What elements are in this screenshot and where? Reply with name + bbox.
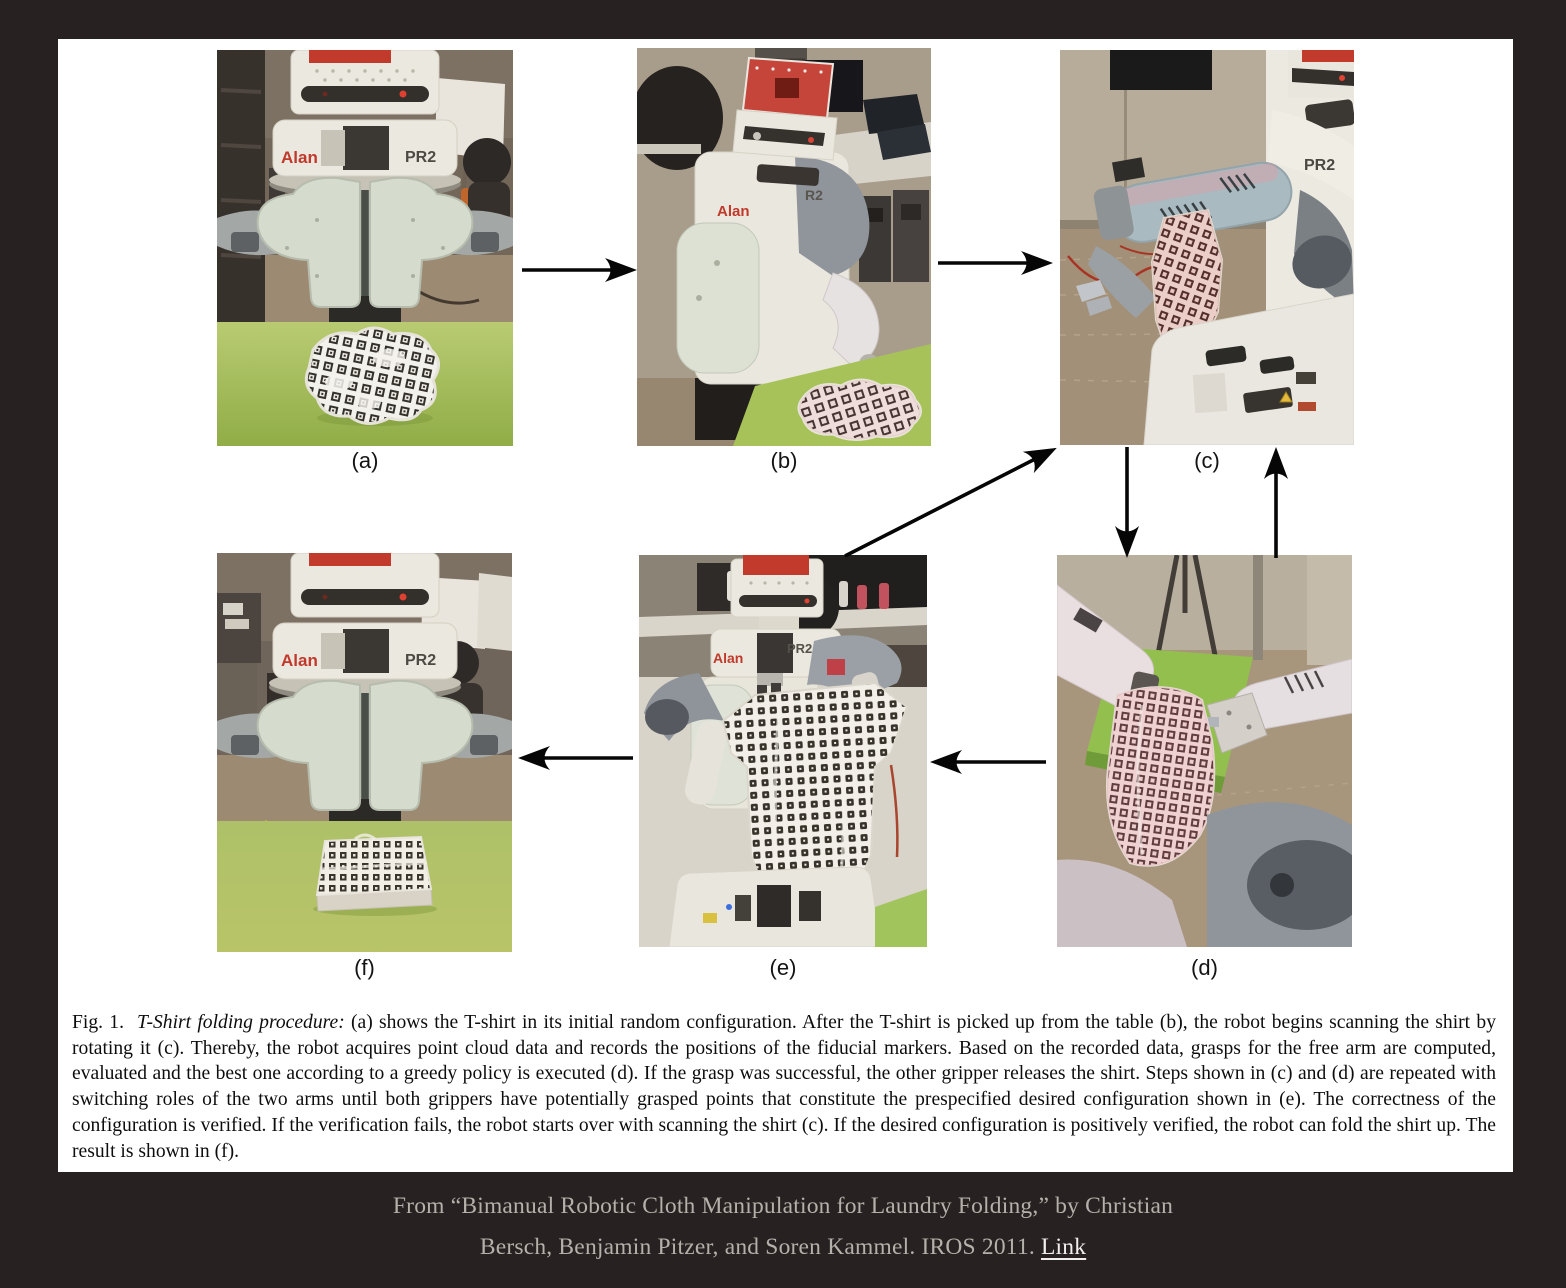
laptop — [863, 94, 925, 134]
bottle — [879, 583, 889, 609]
pr2-robot: Alan PR2 — [217, 50, 513, 326]
photo-b-pickup: Alan R2 — [637, 48, 931, 446]
bottle — [857, 585, 867, 609]
attribution-line-2: Bersch, Benjamin Pitzer, and Soren Kamme… — [479, 1233, 1087, 1260]
spread-shirt — [721, 681, 909, 893]
hanging-shirt — [1105, 686, 1216, 867]
photo-f-folded-result: Alan PR2 — [217, 553, 512, 952]
robot-model-label: PR2 — [1304, 157, 1335, 174]
gripper-head — [1206, 692, 1268, 754]
pr2-robot: Alan PR2 — [217, 553, 512, 829]
office-chair — [637, 66, 723, 170]
robot-name-label: Alan — [281, 148, 318, 167]
green-table-corner — [875, 889, 927, 947]
pc-tower — [893, 190, 929, 282]
robot-model-label: R2 — [805, 187, 823, 203]
robot-name-label: Alan — [717, 203, 750, 220]
robot-name-label: Alan — [281, 651, 318, 670]
left-arm-panel — [256, 679, 361, 811]
red-cable — [889, 764, 899, 858]
figure-caption-body: (a) shows the T-shirt in its initial ran… — [72, 1012, 1496, 1162]
power-led — [726, 904, 732, 910]
crumpled-shirt — [797, 378, 922, 441]
robot-model-label: PR2 — [405, 652, 436, 669]
second-arm — [1088, 246, 1156, 318]
photo-a-initial-configuration: Alan PR2 — [217, 50, 513, 446]
robot-base — [668, 866, 882, 947]
robot-body-foreground — [1057, 802, 1352, 947]
office-chair — [463, 138, 511, 186]
photo-c-scanning: PR2 — [1060, 50, 1354, 445]
bottle — [839, 581, 848, 607]
left-arm-panel — [676, 222, 760, 374]
robot-base — [1143, 293, 1354, 445]
robot-name-label: Alan — [713, 650, 743, 666]
robot-model-label: PR2 — [405, 149, 436, 166]
folded-shirt — [313, 833, 437, 916]
photo-label-e: (e) — [769, 955, 797, 980]
photo-label-b: (b) — [770, 448, 798, 473]
pr2-robot: PR2 — [1076, 50, 1354, 380]
attribution-line-1: From “Bimanual Robotic Cloth Manipulatio… — [392, 1193, 1174, 1219]
right-arm — [1203, 658, 1352, 754]
left-arm-panel — [256, 176, 361, 308]
figure-panel: Alan PR2 — [58, 39, 1513, 1172]
attribution: From “Bimanual Robotic Cloth Manipulatio… — [0, 1186, 1566, 1267]
figure-number: Fig. 1. — [72, 1012, 125, 1033]
right-arm-panel — [369, 679, 474, 811]
right-arm-panel — [369, 176, 474, 308]
monitor — [1110, 50, 1212, 90]
laptop — [877, 124, 931, 160]
figure-caption: Fig. 1. T-Shirt folding procedure: (a) sh… — [72, 1010, 1496, 1164]
gripper — [1076, 280, 1106, 302]
shoulder — [795, 156, 870, 276]
crumpled-shirt — [304, 326, 440, 426]
photo-label-a: (a) — [351, 448, 379, 473]
whiteboard — [477, 573, 512, 651]
photo-d-grasp-execution — [1057, 555, 1352, 947]
source-link[interactable]: Link — [1040, 1233, 1087, 1260]
robot-head — [732, 56, 838, 161]
photo-label-d: (d) — [1191, 955, 1218, 980]
figure-title: T-Shirt folding procedure: — [137, 1012, 345, 1033]
photo-label-f: (f) — [354, 955, 375, 980]
warning-icon — [1279, 391, 1293, 403]
arm — [822, 272, 880, 367]
photo-e-desired-configuration: Alan PR2 — [639, 555, 927, 947]
robot-model-label: PR2 — [787, 641, 812, 656]
photo-label-c: (c) — [1194, 448, 1220, 473]
head-sensor-bar — [301, 86, 429, 102]
